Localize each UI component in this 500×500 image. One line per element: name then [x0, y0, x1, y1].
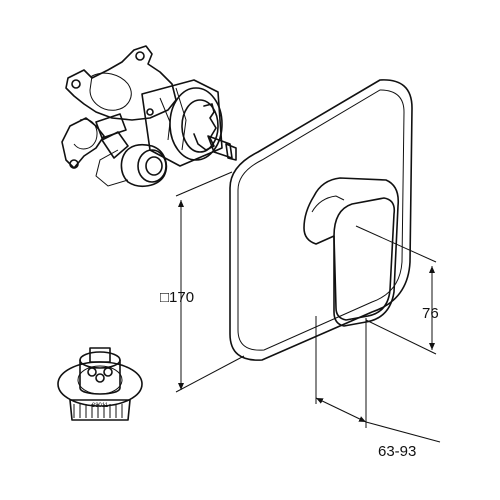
wall-plate	[229, 79, 413, 361]
test-plug-part: 88011	[57, 347, 143, 421]
lever-handle	[303, 177, 400, 327]
part-number-label: 88011	[92, 403, 109, 409]
concealed-valve-body	[61, 45, 237, 188]
projection-label: 63-93	[378, 443, 416, 460]
dimension-plate-size: □170	[160, 171, 245, 393]
dimension-lever-height: 76	[355, 225, 439, 355]
dimension-projection: 63-93	[315, 316, 441, 460]
plate-size-label: □170	[160, 289, 194, 306]
lever-height-label: 76	[422, 305, 439, 322]
